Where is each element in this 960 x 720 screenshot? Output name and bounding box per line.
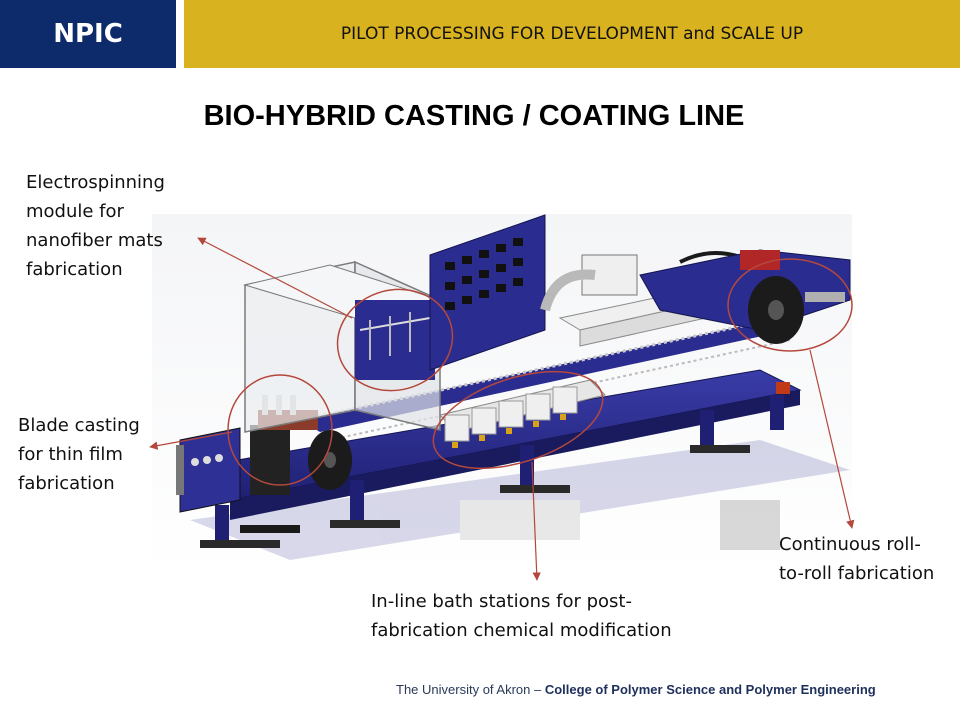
label-blade-casting-line: for thin film — [18, 444, 123, 465]
footer-college: College of Polymer Science and Polymer E… — [544, 682, 876, 697]
label-blade-casting-line: Blade casting — [18, 415, 140, 436]
label-roll-to-roll-line: Continuous roll- — [779, 534, 921, 555]
header-divider — [176, 0, 184, 68]
label-blade-casting: Blade casting for thin film fabrication — [18, 411, 140, 498]
label-blade-casting-line: fabrication — [18, 473, 115, 494]
arrow-electrospinning — [197, 237, 353, 319]
header-title: PILOT PROCESSING FOR DEVELOPMENT and SCA… — [184, 0, 960, 68]
label-electrospinning: Electrospinning module for nanofiber mat… — [26, 168, 165, 284]
ring-bath-stations — [432, 370, 604, 470]
roll-unit — [639, 249, 851, 394]
header-bar: NPIC PILOT PROCESSING FOR DEVELOPMENT an… — [0, 0, 960, 68]
label-electrospinning-line: nanofiber mats — [26, 230, 163, 251]
npic-logo: NPIC — [0, 0, 176, 68]
footer-university: The University of Akron – — [396, 682, 545, 697]
ring-electrospinning — [336, 288, 454, 392]
label-roll-to-roll-line: to-roll fabrication — [779, 563, 935, 584]
label-bath-stations-line: In-line bath stations for post- — [371, 591, 632, 612]
page-title: BIO-HYBRID CASTING / COATING LINE — [203, 100, 745, 132]
ring-blade-casting — [227, 374, 333, 486]
control-cabinet — [429, 214, 546, 371]
left-control-box — [176, 427, 241, 513]
annotation-rings — [227, 258, 853, 486]
label-electrospinning-line: Electrospinning — [26, 172, 165, 193]
annotation-arrows — [149, 237, 855, 581]
electrospinning-enclosure — [243, 260, 442, 433]
arrow-roll-to-roll — [809, 349, 855, 529]
footer-credit: The University of Akron – College of Pol… — [396, 682, 876, 697]
label-roll-to-roll: Continuous roll- to-roll fabrication — [779, 530, 934, 588]
arrow-blade-casting — [149, 431, 233, 450]
label-bath-stations-line: fabrication chemical modification — [371, 620, 672, 641]
ring-roll-to-roll — [727, 258, 853, 352]
label-electrospinning-line: fabrication — [26, 259, 123, 280]
floor-reflection — [190, 440, 850, 560]
arrow-bath-stations — [531, 461, 541, 581]
label-electrospinning-line: module for — [26, 201, 124, 222]
label-bath-stations: In-line bath stations for post- fabricat… — [371, 587, 672, 645]
bath-station-row — [439, 379, 606, 448]
